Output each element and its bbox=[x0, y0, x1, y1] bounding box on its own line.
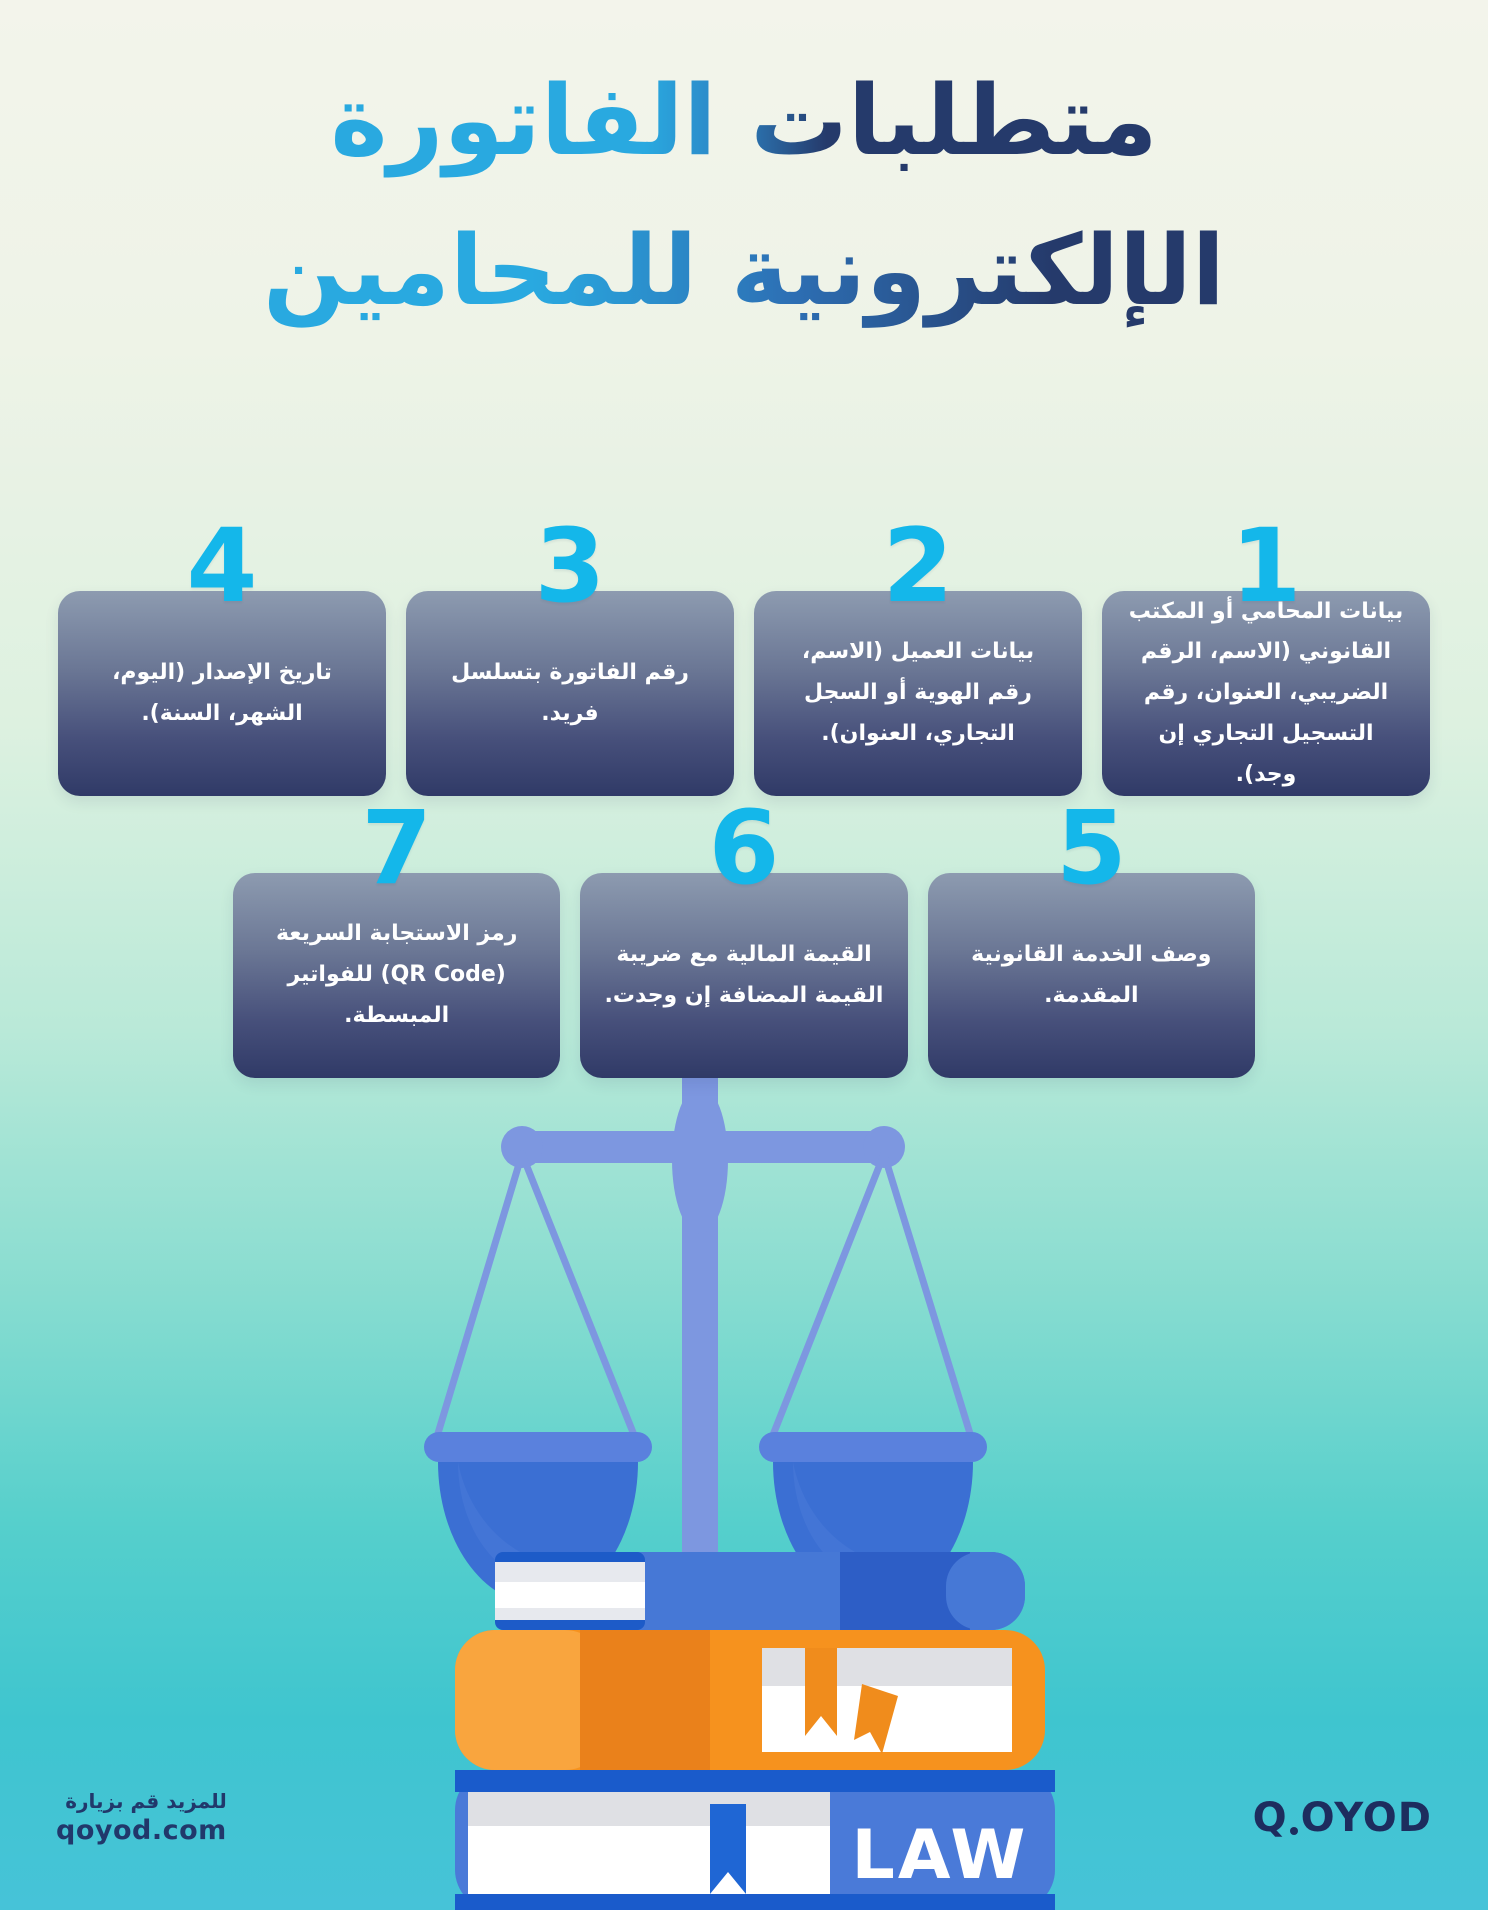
bottom-law-book: LAW bbox=[455, 1770, 1055, 1910]
footer-visit: للمزيد قم بزيارة qoyod.com bbox=[56, 1788, 227, 1848]
requirement-card-7: رمز الاستجابة السريعة (QR Code) للفواتير… bbox=[233, 873, 561, 1078]
item-number-1: 1 bbox=[1230, 507, 1302, 626]
page-title-line1: متطلبات الفاتورة bbox=[330, 46, 1158, 196]
requirement-card-2: بيانات العميل (الاسم، رقم الهوية أو السج… bbox=[754, 591, 1082, 796]
qoyod-logo-q: Q bbox=[1252, 1795, 1288, 1841]
justice-scale-books-illustration: LAW bbox=[424, 1054, 1055, 1910]
qoyod-link[interactable]: qoyod.com bbox=[56, 1815, 227, 1846]
item-number-4: 4 bbox=[186, 507, 258, 626]
requirement-text-6: القيمة المالية مع ضريبة القيمة المضافة إ… bbox=[604, 941, 884, 1008]
cards-row-2: 5 وصف الخدمة القانونية المقدمة. 6 القيمة… bbox=[233, 798, 1255, 1078]
cards-row-1: 1 بيانات المحامي أو المكتب القانوني (الا… bbox=[58, 516, 1430, 796]
top-blue-book bbox=[495, 1552, 1025, 1630]
qoyod-logo-dot bbox=[1289, 1827, 1298, 1835]
requirement-text-1: بيانات المحامي أو المكتب القانوني (الاسم… bbox=[1128, 598, 1404, 787]
requirement-item-5: 5 وصف الخدمة القانونية المقدمة. bbox=[927, 789, 1255, 1078]
requirement-item-3: 3 رقم الفاتورة بتسلسل فريد. bbox=[406, 516, 734, 796]
requirement-text-7: رمز الاستجابة السريعة (QR Code) للفواتير… bbox=[275, 921, 518, 1028]
requirement-card-1: بيانات المحامي أو المكتب القانوني (الاسم… bbox=[1102, 591, 1430, 796]
qoyod-logo: Q OYOD bbox=[1253, 1798, 1432, 1838]
visit-text: للمزيد قم بزيارة bbox=[65, 1789, 227, 1813]
page-title-line2: الإلكترونية للمحامين bbox=[263, 196, 1226, 346]
item-number-7: 7 bbox=[361, 789, 433, 908]
requirement-item-1: 1 بيانات المحامي أو المكتب القانوني (الا… bbox=[1102, 516, 1430, 796]
requirement-item-2: 2 بيانات العميل (الاسم، رقم الهوية أو ال… bbox=[754, 516, 1082, 796]
law-book-label: LAW bbox=[852, 1816, 1029, 1895]
requirement-card-6: القيمة المالية مع ضريبة القيمة المضافة إ… bbox=[580, 873, 908, 1078]
requirement-text-4: تاريخ الإصدار (اليوم، الشهر، السنة). bbox=[112, 659, 332, 726]
requirement-item-7: 7 رمز الاستجابة السريعة (QR Code) للفوات… bbox=[233, 789, 561, 1078]
law-books-icon: LAW bbox=[455, 1552, 1055, 1910]
requirement-card-5: وصف الخدمة القانونية المقدمة. bbox=[927, 873, 1255, 1078]
middle-orange-book bbox=[455, 1630, 1045, 1770]
page-title: متطلبات الفاتورة الإلكترونية للمحامين bbox=[0, 46, 1488, 346]
item-number-3: 3 bbox=[534, 507, 606, 626]
requirement-card-3: رقم الفاتورة بتسلسل فريد. bbox=[406, 591, 734, 796]
item-number-5: 5 bbox=[1055, 789, 1127, 908]
qoyod-logo-rest: OYOD bbox=[1300, 1795, 1432, 1841]
requirement-text-3: رقم الفاتورة بتسلسل فريد. bbox=[451, 659, 689, 726]
requirement-item-4: 4 تاريخ الإصدار (اليوم، الشهر، السنة). bbox=[58, 516, 386, 796]
requirement-text-5: وصف الخدمة القانونية المقدمة. bbox=[971, 941, 1212, 1008]
requirement-text-2: بيانات العميل (الاسم، رقم الهوية أو السج… bbox=[801, 639, 1035, 746]
item-number-2: 2 bbox=[882, 507, 954, 626]
requirement-card-4: تاريخ الإصدار (اليوم، الشهر، السنة). bbox=[58, 591, 386, 796]
item-number-6: 6 bbox=[708, 789, 780, 908]
requirement-item-6: 6 القيمة المالية مع ضريبة القيمة المضافة… bbox=[580, 789, 908, 1078]
